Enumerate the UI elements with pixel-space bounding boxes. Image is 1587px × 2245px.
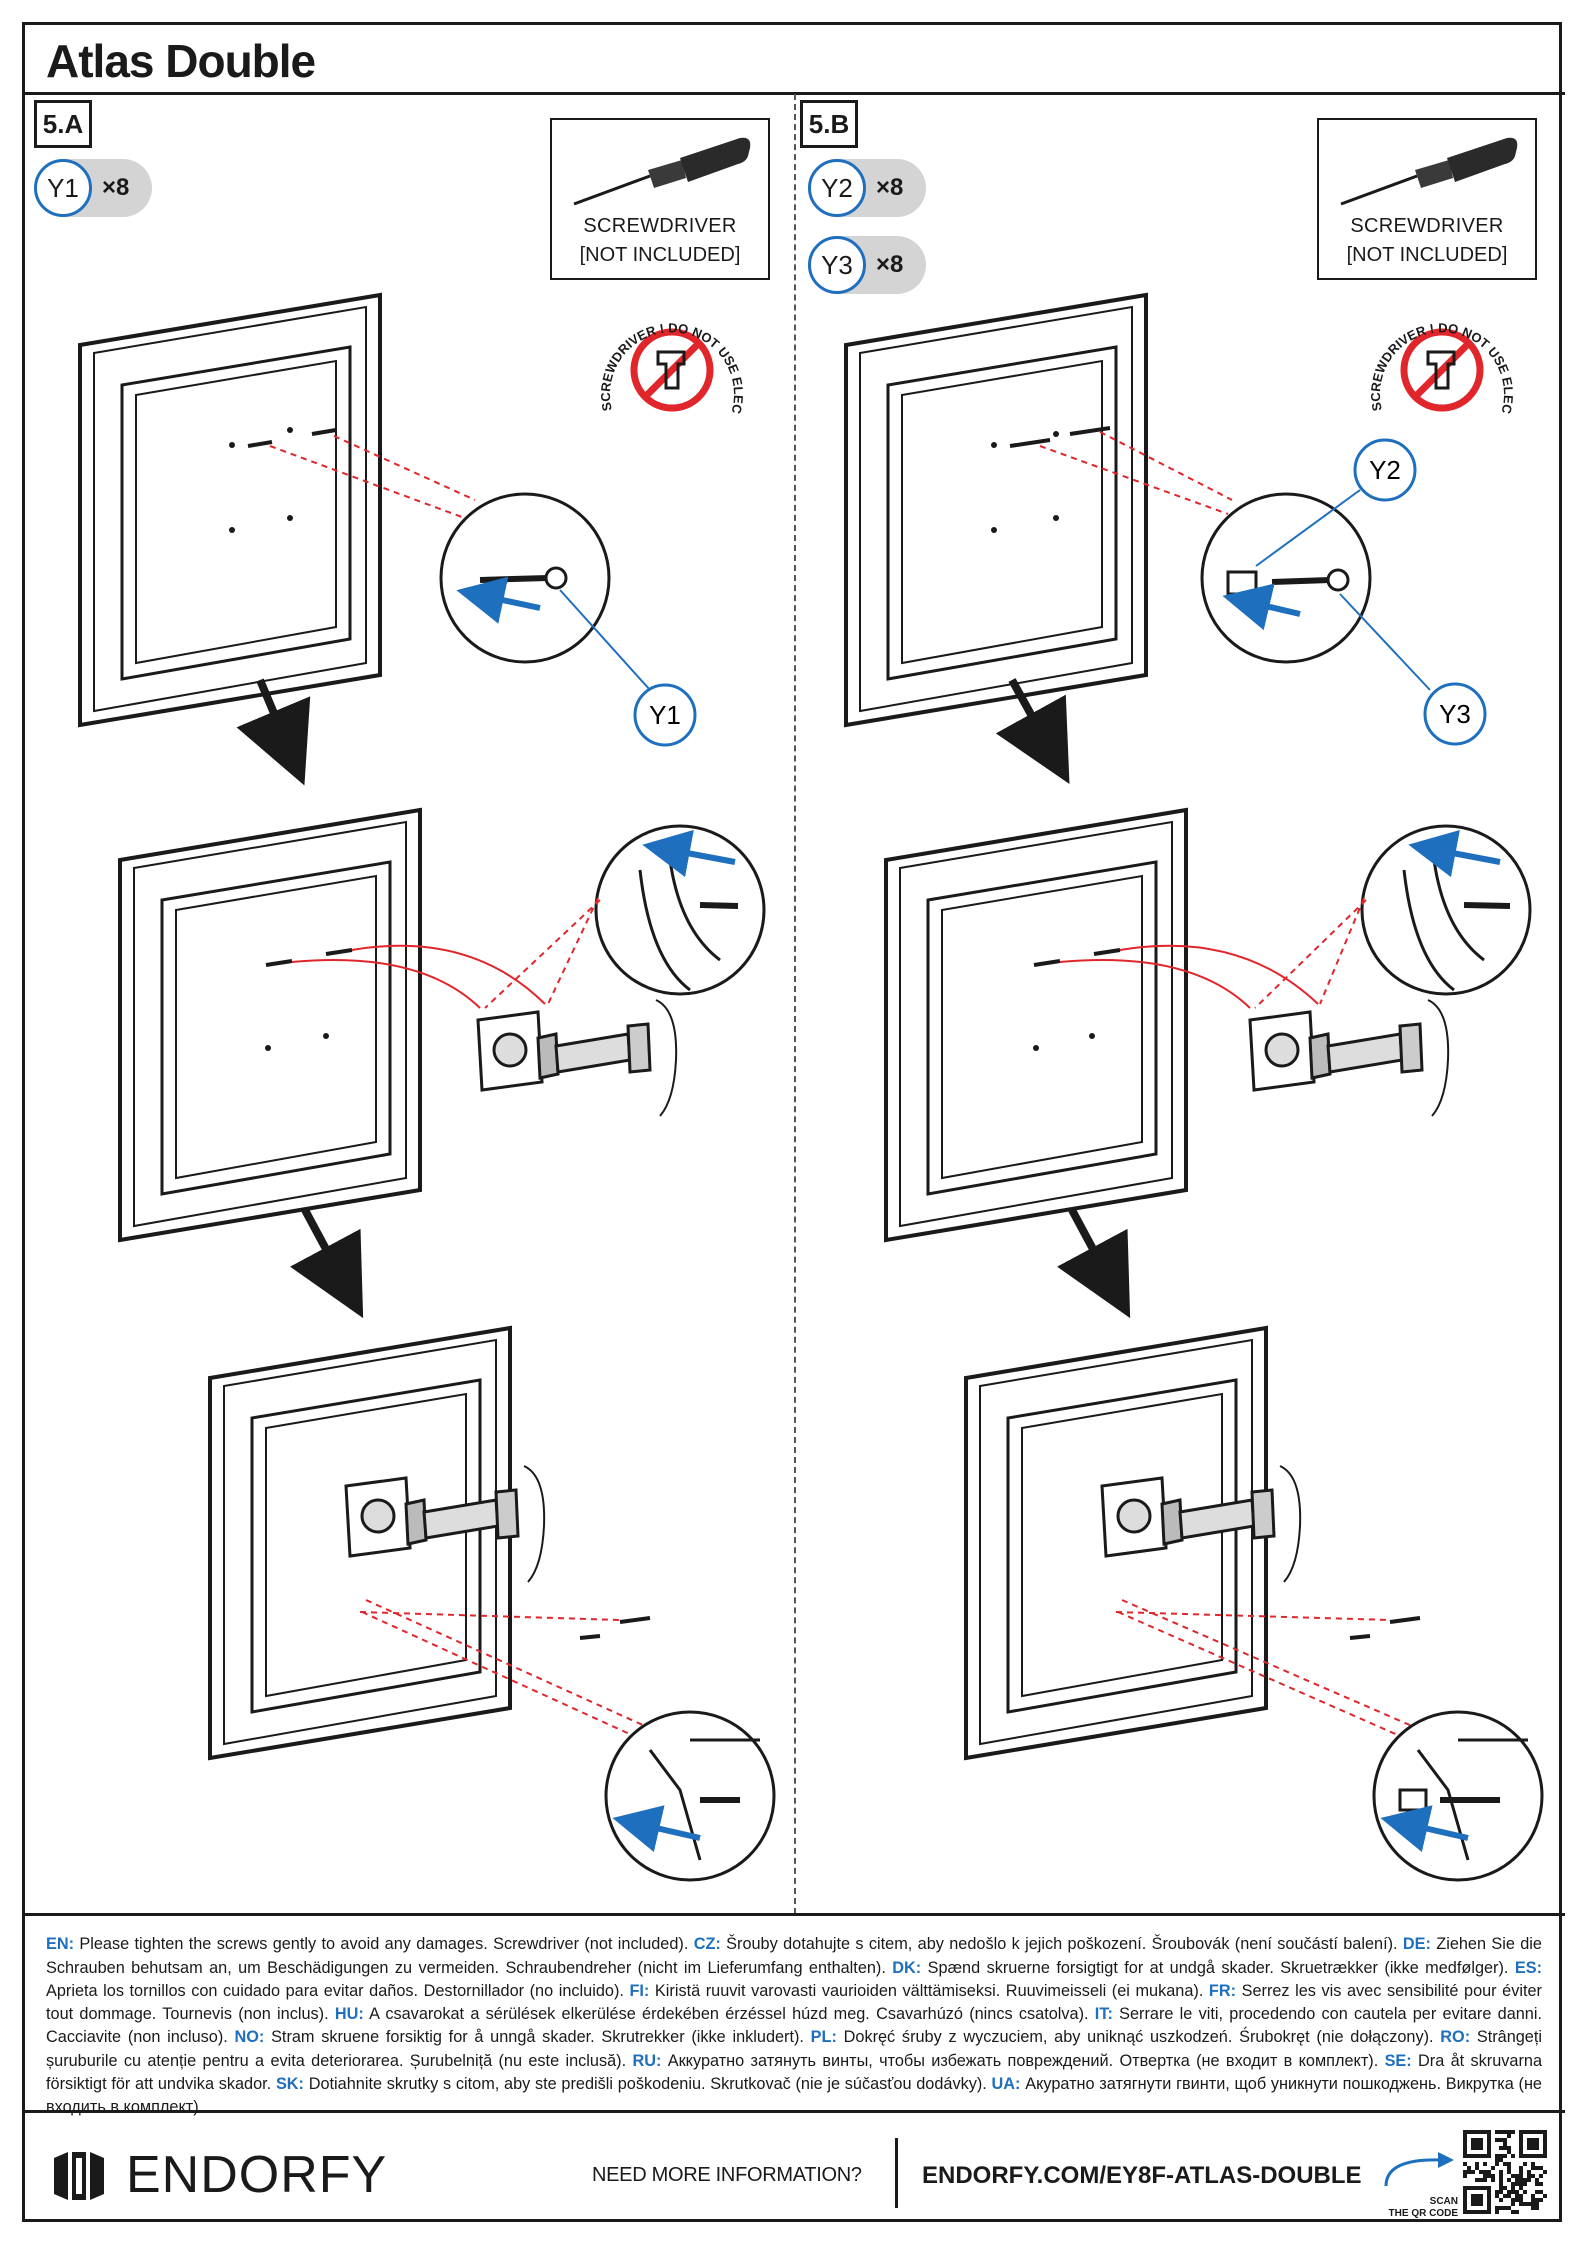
detail-circle-5a-2: [594, 824, 766, 996]
language-code: HU:: [334, 2005, 364, 2024]
language-code: RU:: [632, 2051, 662, 2070]
part-quantity: ×8: [876, 251, 904, 278]
footer-separator: [895, 2138, 898, 2208]
callout-label: Y2: [1369, 455, 1401, 485]
language-code: CZ:: [693, 1935, 721, 1954]
callout-y1: [633, 683, 697, 747]
instruction-text: Strângeți șuruburile cu atenție pentru a…: [46, 2028, 1542, 2070]
instruction-text: Dra åt skruvarna försiktigt för att undv…: [46, 2051, 1543, 2094]
part-quantity: ×8: [102, 174, 130, 201]
qr-code-icon[interactable]: [1463, 2130, 1547, 2214]
instruction-text: Kiristä ruuvit varovasti vaurioiden vält…: [649, 1981, 1209, 2000]
guide-line: [269, 435, 476, 521]
vesa-arm-5b: [1248, 998, 1450, 1118]
page-frame: [22, 22, 1562, 2222]
instruction-text: Акуратно затягнути гвинти, щоб уникнути …: [46, 2075, 1542, 2117]
step-divider: [794, 94, 796, 1914]
vesa-arm-5a: [476, 998, 678, 1118]
part-code: Y1: [34, 159, 92, 217]
instructions-text: EN: Please tighten the screws gently to …: [46, 1933, 1542, 2119]
language-code: SK:: [275, 2075, 304, 2094]
part-code: Y3: [808, 236, 866, 294]
screwdriver-icon: [573, 137, 751, 206]
instruction-text: Dotiahnite skrutky s citom, aby ste pred…: [303, 2075, 992, 2094]
language-code: RO:: [1440, 2028, 1471, 2047]
screw-icon: [247, 440, 273, 448]
language-code: DK:: [892, 1958, 922, 1977]
tool-box-5b: SCREWDRIVER [NOT INCLUDED]: [1317, 118, 1537, 280]
instruction-text: Spænd skruerne forsigtigt for at undgå s…: [921, 1958, 1515, 1977]
part-quantity: ×8: [876, 174, 904, 201]
instruction-text: Serrez les vis avec sensibilité pour évi…: [46, 1981, 1542, 2024]
instruction-text: Šrouby dotahujte s citem, aby nedošlo k …: [720, 1935, 1403, 1954]
instruction-text: Аккуратно затянуть винты, чтобы избежать…: [661, 2051, 1385, 2070]
instruction-text: Serrare le viti, procedendo con cautela …: [46, 2005, 1543, 2047]
callout-label: Y1: [649, 700, 681, 730]
language-code: DE:: [1402, 1935, 1431, 1954]
language-code: NO:: [234, 2028, 265, 2047]
assembly-illustration: Y1 SCREWDRIVER ! DO NOT USE ELECTRIC Y2 …: [24, 150, 1544, 1882]
endorfy-logo-icon: [54, 2152, 104, 2200]
curved-arrow-icon: [1384, 2152, 1454, 2187]
instructions-top-rule: [22, 1913, 1565, 1916]
language-code: SE:: [1384, 2051, 1412, 2070]
detail-circle-5a-3: [604, 1710, 776, 1882]
instruction-text: Please tighten the screws gently to avoi…: [74, 1935, 694, 1954]
part-code: Y2: [808, 159, 866, 217]
scan-label: SCAN THE QR CODE: [1388, 2196, 1458, 2219]
screw-icon: [311, 428, 337, 436]
language-code: IT:: [1094, 2005, 1113, 2024]
monitor-5a-1: [78, 293, 382, 727]
tool-note: [NOT INCLUDED]: [1346, 244, 1508, 266]
language-code: FI:: [629, 1981, 650, 2000]
callout-y2: [1353, 438, 1417, 502]
language-code: UA:: [991, 2075, 1021, 2094]
language-code: EN:: [46, 1935, 75, 1954]
monitor-5a-2: [118, 808, 422, 1242]
monitor-5b-1: [844, 293, 1148, 727]
screwdriver-icon: [1340, 137, 1518, 206]
callout-y3: [1423, 682, 1487, 746]
page-title: Atlas Double: [46, 35, 316, 87]
footer-top-rule: [22, 2110, 1565, 2113]
tool-name: SCREWDRIVER: [583, 215, 737, 237]
more-info-text: NEED MORE INFORMATION?: [592, 2164, 862, 2186]
language-code: FR:: [1208, 1981, 1237, 2000]
step-arrow: [236, 678, 311, 786]
header-rule: [22, 92, 1565, 95]
part-badge-y3: Y3 ×8: [808, 236, 926, 294]
tool-note: [NOT INCLUDED]: [579, 244, 741, 266]
instruction-text: Dokręć śruby z wyczuciem, aby uniknąć us…: [836, 2028, 1441, 2047]
direction-arrow: [456, 576, 541, 624]
step-label-5b: 5.B: [800, 100, 858, 148]
tool-box-5a: SCREWDRIVER [NOT INCLUDED]: [550, 118, 770, 280]
tool-name: SCREWDRIVER: [1350, 215, 1504, 237]
monitor-5b-2: [884, 808, 1188, 1242]
brand-name: ENDORFY: [126, 2146, 388, 2204]
no-electric-screwdriver-icon: [634, 332, 710, 408]
no-electric-screwdriver-icon: [1404, 332, 1480, 408]
callout-label: Y3: [1439, 699, 1471, 729]
instruction-text: Stram skruene forsiktig for å unngå skad…: [264, 2028, 811, 2047]
step-label-5a: 5.A: [34, 100, 92, 148]
instruction-text: Aprieta los tornillos con cuidado para e…: [46, 1981, 630, 2000]
language-code: PL:: [810, 2028, 837, 2047]
part-badge-y1: Y1 ×8: [34, 159, 152, 217]
support-url-link[interactable]: ENDORFY.COM/EY8F-ATLAS-DOUBLE: [922, 2162, 1362, 2189]
instruction-text: A csavarokat a sérülések elkerülése érde…: [363, 2005, 1095, 2024]
language-code: ES:: [1514, 1958, 1542, 1977]
instruction-text: Ziehen Sie die Schrauben behutsam an, um…: [46, 1935, 1542, 1977]
part-badge-y2: Y2 ×8: [808, 159, 926, 217]
